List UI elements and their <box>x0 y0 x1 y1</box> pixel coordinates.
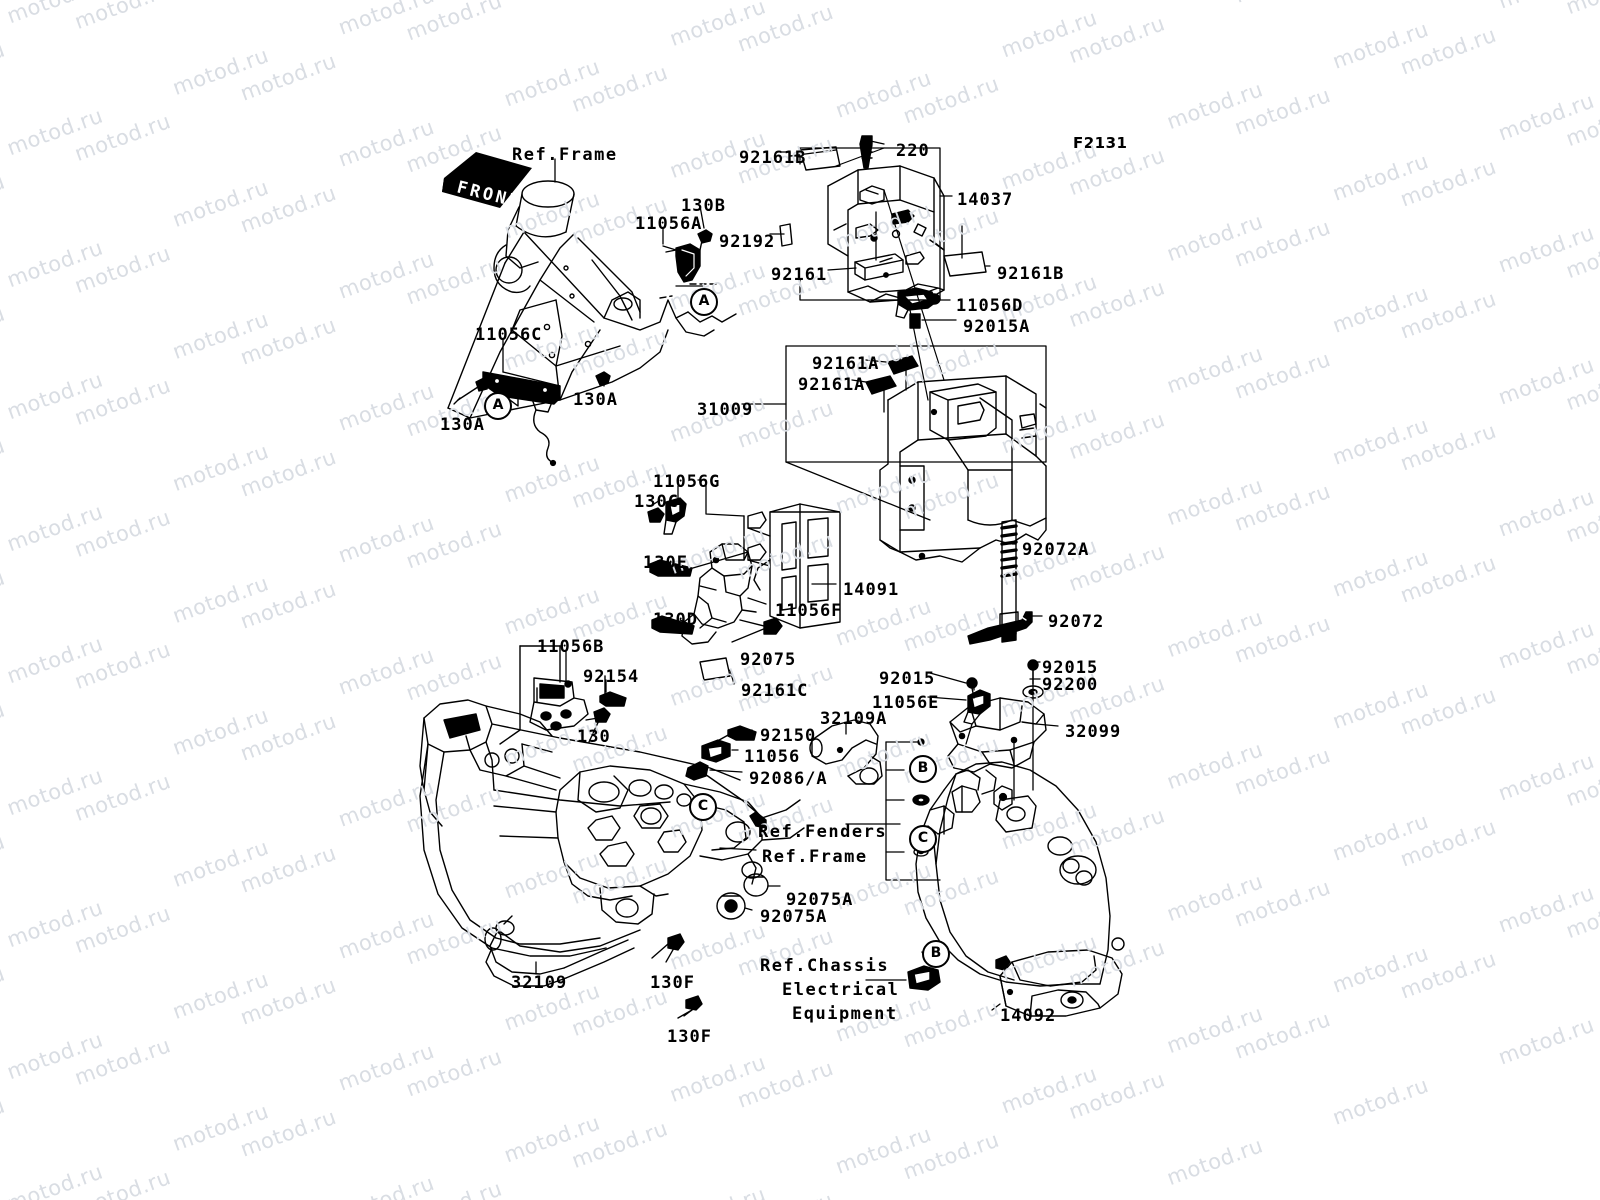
part-130F-bolt-1 <box>651 933 685 959</box>
part-number-130A[interactable]: 130A <box>440 415 485 435</box>
part-number-14037[interactable]: 14037 <box>957 190 1014 210</box>
ref-chassis-1[interactable]: Ref.Chassis <box>760 956 890 976</box>
part-11056A-bracket <box>665 243 701 283</box>
part-130B-bolt <box>697 229 713 251</box>
part-92150-bolt <box>711 725 757 745</box>
part-130F-bolt-2 <box>677 995 703 1019</box>
ref-frame-lower[interactable]: Ref.Frame <box>762 847 868 867</box>
callout-b-2: B <box>909 755 937 783</box>
part-32109-tube <box>484 927 635 987</box>
part-number-92200[interactable]: 92200 <box>1042 675 1099 695</box>
part-number-92072[interactable]: 92072 <box>1048 612 1105 632</box>
part-220-screw <box>859 135 873 169</box>
part-number-92072A[interactable]: 92072A <box>1022 540 1090 560</box>
part-number-92161A[interactable]: 92161A <box>798 375 866 395</box>
part-number-32099[interactable]: 32099 <box>1065 722 1122 742</box>
main-frame-assembly <box>419 699 805 957</box>
part-92072-band <box>967 611 1033 645</box>
part-number-92075A[interactable]: 92075A <box>760 907 828 927</box>
part-number-14091[interactable]: 14091 <box>843 580 900 600</box>
part-92161-block <box>854 253 904 281</box>
ref-chassis-2[interactable]: Electrical <box>782 980 900 1000</box>
part-number-92154[interactable]: 92154 <box>583 667 640 687</box>
part-130A-bolt-right <box>595 371 611 386</box>
callout-a-0: A <box>690 288 718 316</box>
part-11056G-clip <box>663 497 687 535</box>
part-92161A-pad-1 <box>887 355 919 375</box>
ref-fenders[interactable]: Ref.Fenders <box>758 822 888 842</box>
part-number-130[interactable]: 130 <box>577 727 611 747</box>
part-number-11056E[interactable]: 11056E <box>872 693 940 713</box>
part-11056B-bracket <box>499 645 589 745</box>
part-92161C-pad <box>699 657 731 681</box>
part-number-92075[interactable]: 92075 <box>740 650 797 670</box>
part-92192-grommet <box>779 223 793 247</box>
part-92075A-grommet-1 <box>743 873 769 897</box>
callout-c-3: C <box>909 825 937 853</box>
part-130E-bolt <box>649 559 693 577</box>
callout-c-4: C <box>689 793 717 821</box>
part-14092-bolt <box>995 955 1011 971</box>
part-number-130B[interactable]: 130B <box>681 196 726 216</box>
part-number-32109A[interactable]: 32109A <box>820 709 888 729</box>
part-92154-screw <box>599 675 627 707</box>
callout-b-5: B <box>922 940 950 968</box>
part-number-32109[interactable]: 32109 <box>511 973 568 993</box>
part-number-220[interactable]: 220 <box>896 141 930 161</box>
part-number-31009[interactable]: 31009 <box>697 400 754 420</box>
part-number-130A[interactable]: 130A <box>573 390 618 410</box>
part-number-130F[interactable]: 130F <box>650 973 695 993</box>
part-number-130F[interactable]: 130F <box>667 1027 712 1047</box>
part-number-14092[interactable]: 14092 <box>1000 1006 1057 1026</box>
part-11056F-bracket <box>681 543 757 645</box>
part-14091-cover <box>743 503 841 629</box>
part-number-130C[interactable]: 130C <box>634 492 679 512</box>
ref-chassis-clip <box>907 965 941 991</box>
part-92075A-grommet-2 <box>716 892 746 920</box>
part-31009-battery-box <box>879 375 1047 563</box>
ref-frame-top[interactable]: Ref.Frame <box>512 145 618 165</box>
part-number-11056B[interactable]: 11056B <box>537 637 605 657</box>
part-92161A-pad-2 <box>865 375 897 395</box>
part-number-92015[interactable]: 92015 <box>879 669 936 689</box>
part-number-92161[interactable]: 92161 <box>771 265 828 285</box>
part-number-11056A[interactable]: 11056A <box>635 214 703 234</box>
part-number-92161C[interactable]: 92161C <box>741 681 809 701</box>
diagram-code: F2131 <box>1073 134 1128 152</box>
part-number-92161B[interactable]: 92161B <box>739 148 807 168</box>
part-11056D-bracket <box>895 287 941 319</box>
part-number-92075A[interactable]: 92075A <box>786 890 854 910</box>
part-14092-cover <box>999 949 1123 1017</box>
part-92086A-cable <box>685 761 767 829</box>
callout-a-1: A <box>484 392 512 420</box>
part-92161B-pad-right <box>943 251 987 277</box>
part-number-92150[interactable]: 92150 <box>760 726 817 746</box>
part-number-92086A[interactable]: 92086/A <box>749 769 828 789</box>
part-number-92161A[interactable]: 92161A <box>812 354 880 374</box>
part-number-11056D[interactable]: 11056D <box>956 296 1024 316</box>
part-number-92161B[interactable]: 92161B <box>997 264 1065 284</box>
part-130A-bolt-left <box>457 377 490 401</box>
part-number-11056F[interactable]: 11056F <box>775 601 843 621</box>
part-number-130D[interactable]: 130D <box>653 610 698 630</box>
part-number-11056[interactable]: 11056 <box>744 747 801 767</box>
part-number-92015[interactable]: 92015 <box>1042 658 1099 678</box>
part-number-92192[interactable]: 92192 <box>719 232 776 252</box>
part-11056-bracket <box>701 739 731 763</box>
part-number-11056C[interactable]: 11056C <box>475 325 543 345</box>
part-number-130E[interactable]: 130E <box>643 553 688 573</box>
front-direction-arrow: FRONT <box>442 152 532 213</box>
part-number-11056G[interactable]: 11056G <box>653 472 721 492</box>
part-32109A-tube <box>809 719 883 785</box>
part-130C-bolt <box>647 507 665 523</box>
ref-chassis-3[interactable]: Equipment <box>792 1004 898 1024</box>
part-number-92015A[interactable]: 92015A <box>963 317 1031 337</box>
